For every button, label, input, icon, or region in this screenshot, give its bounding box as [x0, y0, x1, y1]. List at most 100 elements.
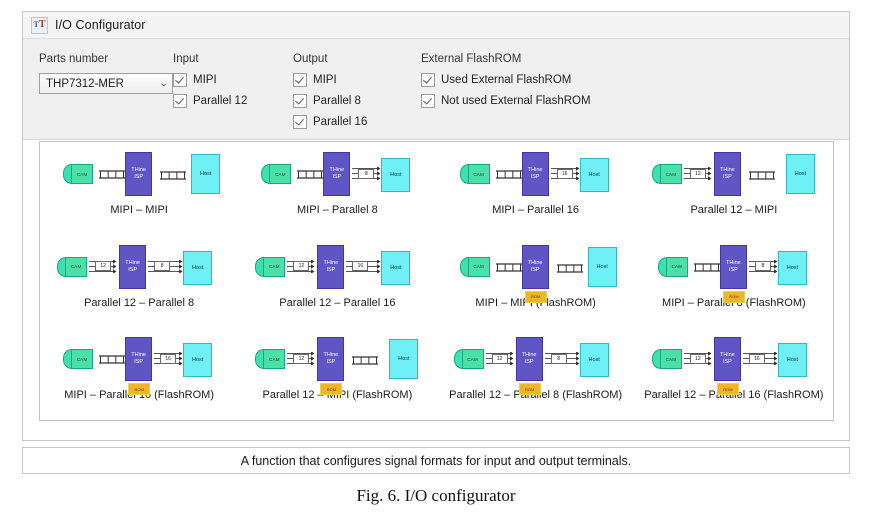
- diagram-label: Parallel 12 – Parallel 8 (FlashROM): [449, 389, 623, 402]
- isp-block-line2: ISP: [722, 359, 732, 366]
- diagram-label: MIPI – MIPI (FlashROM): [475, 296, 596, 309]
- isp-block-line2: ISP: [128, 266, 138, 273]
- isp-block-line1: THine: [527, 167, 543, 174]
- host-block: Host: [183, 250, 213, 285]
- mipi-link-icon: [693, 263, 720, 272]
- input-bus-width-label: 12: [95, 261, 112, 272]
- output-bus-width-label: 8: [358, 168, 375, 179]
- camera-block: CAM: [665, 256, 688, 277]
- input-bus-width-label: 12: [689, 168, 706, 179]
- isp-block-line2: ISP: [332, 174, 342, 180]
- host-block: Host: [381, 158, 411, 192]
- isp-block-line2: ISP: [326, 266, 336, 273]
- camera-block: CAM: [659, 164, 682, 184]
- input-checkbox-mipi[interactable]: MIPI: [173, 73, 247, 87]
- figure-caption: Fig. 6. I/O configurator: [356, 486, 516, 505]
- checkbox-icon[interactable]: [293, 94, 307, 108]
- isp-block-line1: THine: [323, 352, 339, 359]
- isp-block-line1: THine: [131, 352, 146, 359]
- diagram-scene: CAM THine ISP 8 Host: [247, 146, 427, 202]
- flashrom-checkbox-used[interactable]: Used External FlashROM: [421, 73, 591, 87]
- checkbox-icon[interactable]: [293, 73, 307, 87]
- checkbox-icon[interactable]: [421, 94, 435, 108]
- output-bus-width-label: 8: [154, 261, 171, 272]
- camera-block: CAM: [71, 164, 94, 184]
- parts-number-group: Parts number THP7312-MER ⌄: [39, 53, 173, 94]
- isp-block: THine ISP: [521, 244, 549, 289]
- input-bus-width-label: 12: [293, 261, 310, 272]
- output-checkbox-parallel-16[interactable]: Parallel 16: [293, 115, 367, 129]
- host-block: Host: [183, 343, 213, 378]
- flashrom-checkbox-used-label: Used External FlashROM: [441, 74, 572, 86]
- isp-block: THine ISP: [119, 244, 147, 289]
- isp-block: THine ISP: [719, 244, 747, 289]
- isp-block-line1: THine: [329, 167, 345, 174]
- flashrom-group: External FlashROM Used External FlashROM…: [421, 53, 591, 115]
- window-title: I/O Configurator: [55, 18, 146, 32]
- checkbox-icon[interactable]: [173, 94, 187, 108]
- checkbox-icon[interactable]: [421, 73, 435, 87]
- diagram-label: Parallel 12 – MIPI (FlashROM): [262, 389, 413, 402]
- input-bus-width-label: 12: [689, 353, 706, 364]
- flashrom-checkbox-not-used[interactable]: Not used External FlashROM: [421, 94, 591, 108]
- isp-block-line2: ISP: [524, 359, 534, 366]
- isp-block-line2: ISP: [530, 266, 540, 273]
- input-checkbox-parallel-12[interactable]: Parallel 12: [173, 94, 247, 108]
- camera-block: CAM: [269, 164, 292, 184]
- output-checkbox-parallel-8[interactable]: Parallel 8: [293, 94, 367, 108]
- host-block: Host: [579, 343, 609, 378]
- output-bus-width-label: 8: [754, 261, 771, 272]
- camera-block: CAM: [659, 349, 682, 370]
- checkbox-icon[interactable]: [173, 73, 187, 87]
- isp-block-line1: THine: [726, 259, 741, 266]
- host-block: Host: [777, 250, 807, 285]
- isp-block: THine ISP: [125, 337, 153, 382]
- diagram-label: MIPI – MIPI: [110, 204, 168, 216]
- mipi-link-icon: [556, 264, 583, 273]
- isp-block-line2: ISP: [530, 174, 540, 180]
- input-checkbox-parallel-12-label: Parallel 12: [193, 95, 248, 107]
- output-bus-width-label: 16: [352, 261, 369, 272]
- description-bar: A function that configures signal format…: [22, 447, 850, 474]
- input-title: Input: [173, 53, 199, 65]
- checkbox-icon[interactable]: [293, 115, 307, 129]
- output-checkbox-mipi[interactable]: MIPI: [293, 73, 367, 87]
- output-bus-width-label: 16: [748, 353, 765, 364]
- host-block: Host: [785, 154, 815, 194]
- input-checkbox-mipi-label: MIPI: [193, 74, 217, 86]
- host-block: Host: [587, 246, 617, 287]
- isp-block: THine ISP: [713, 337, 741, 382]
- mipi-link-icon: [352, 356, 379, 365]
- parts-number-select[interactable]: THP7312-MER ⌄: [39, 73, 173, 94]
- host-block: Host: [191, 154, 221, 194]
- camera-block: CAM: [65, 256, 88, 277]
- host-block: Host: [381, 250, 411, 285]
- flashrom-checkbox-not-used-label: Not used External FlashROM: [441, 95, 591, 107]
- isp-block-line1: THine: [527, 259, 543, 266]
- isp-block-line2: ISP: [134, 359, 144, 366]
- mipi-link-icon: [160, 171, 187, 180]
